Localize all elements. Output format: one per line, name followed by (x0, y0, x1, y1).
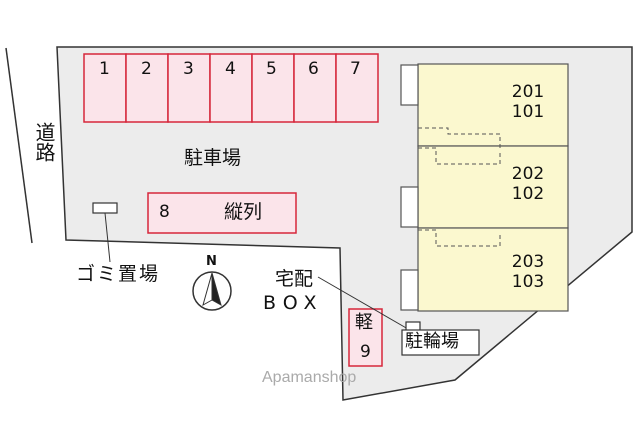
parking-space-3-number: 3 (183, 59, 194, 79)
parking-space-9-number: 9 (360, 342, 371, 362)
tandem-label: 縦列 (224, 201, 263, 223)
unit-block-2-labels: 202 102 (500, 166, 556, 206)
bicycle-parking-box (401, 329, 480, 356)
entrance-box-3 (400, 269, 419, 311)
garbage-area-marker (92, 202, 118, 214)
road-label: 道路 (32, 122, 56, 162)
garbage-area-label: ゴミ置場 (76, 263, 161, 285)
parking-space-6-number: 6 (308, 59, 319, 79)
unit-201: 201 (511, 82, 545, 102)
parking-space-9-kei[interactable] (348, 308, 383, 367)
parking-space-3[interactable] (167, 53, 211, 123)
unit-102: 102 (511, 184, 545, 204)
delivery-box-label-line2: BOX (263, 292, 324, 314)
parking-space-2-number: 2 (141, 59, 152, 79)
unit-block-1 (417, 63, 569, 147)
garbage-leader-line (104, 212, 111, 263)
unit-101: 101 (511, 102, 545, 122)
unit-block-2 (417, 145, 569, 229)
parking-space-4[interactable] (209, 53, 253, 123)
compass-north-label: N (206, 254, 217, 269)
unit-103: 103 (511, 272, 545, 292)
parking-space-1[interactable] (83, 53, 127, 123)
road-edge-line (5, 47, 33, 244)
building (400, 63, 569, 312)
watermark-text: Apamanshop (262, 369, 357, 386)
bicycle-parking-label: 駐輪場 (405, 331, 459, 352)
compass-icon (192, 271, 232, 311)
parking-space-7[interactable] (335, 53, 379, 123)
parking-lot-label: 駐車場 (184, 147, 242, 169)
entrance-box-2 (400, 186, 419, 228)
dashed-outline-1 (418, 127, 501, 148)
unit-203: 203 (511, 252, 545, 272)
parking-space-8-number: 8 (159, 202, 170, 222)
parking-space-6[interactable] (293, 53, 337, 123)
parking-spaces-row (83, 53, 379, 123)
unit-block-3 (417, 227, 569, 312)
parking-space-4-number: 4 (225, 59, 236, 79)
delivery-leader-line (317, 276, 409, 330)
entrance-box-1 (400, 64, 419, 106)
unit-202: 202 (511, 164, 545, 184)
delivery-box-label-line1: 宅配 (275, 268, 314, 290)
parking-space-7-number: 7 (350, 59, 361, 79)
unit-block-3-labels: 203 103 (500, 254, 556, 294)
parking-space-1-number: 1 (99, 59, 110, 79)
parking-space-8-tandem[interactable] (147, 192, 297, 234)
unit-block-1-labels: 201 101 (500, 84, 556, 124)
kei-label: 軽 (355, 312, 373, 333)
parking-space-5-number: 5 (266, 59, 277, 79)
